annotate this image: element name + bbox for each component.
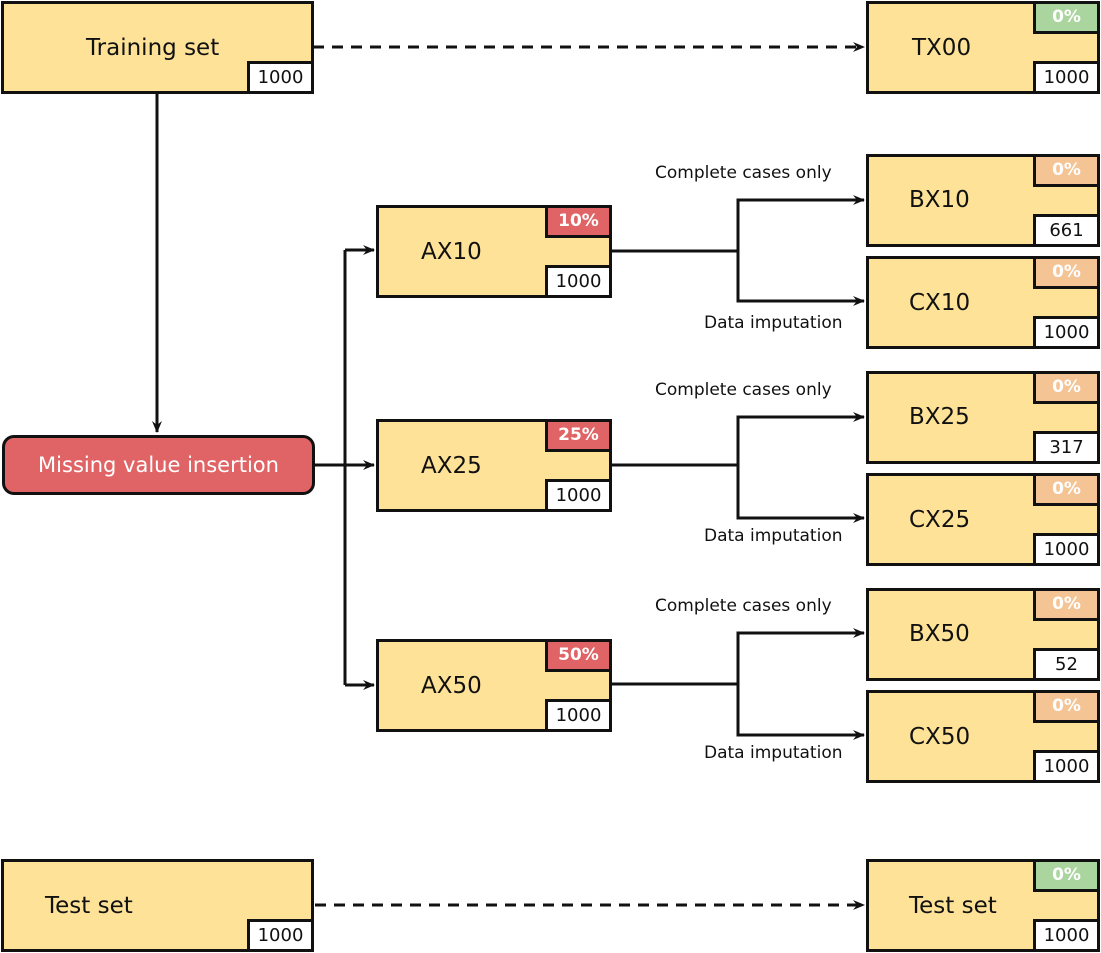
missing-rate-badge: 0% bbox=[1033, 4, 1097, 34]
node-label: CX50 bbox=[909, 724, 971, 750]
ax50-node: 50% AX50 1000 bbox=[376, 639, 612, 732]
missing-rate-badge: 10% bbox=[545, 208, 609, 238]
sample-count: 1000 bbox=[1033, 61, 1097, 91]
sample-count: 52 bbox=[1033, 648, 1097, 678]
bx50-node: 0% BX50 52 bbox=[866, 588, 1100, 681]
arrow-to-bx10 bbox=[736, 195, 865, 251]
test-set-node: Test set 1000 bbox=[1, 859, 314, 952]
edge-label-complete-cases: Complete cases only bbox=[655, 596, 832, 616]
sample-count: 317 bbox=[1033, 431, 1097, 461]
cx25-node: 0% CX25 1000 bbox=[866, 473, 1100, 566]
sample-count: 1000 bbox=[545, 699, 609, 729]
node-label: AX25 bbox=[421, 453, 482, 479]
node-label: AX10 bbox=[421, 239, 482, 265]
node-label: BX10 bbox=[909, 187, 970, 213]
arrow-to-cx10 bbox=[736, 251, 865, 306]
node-label: CX10 bbox=[909, 290, 971, 316]
cx10-node: 0% CX10 1000 bbox=[866, 256, 1100, 349]
ax10-node: 10% AX10 1000 bbox=[376, 205, 612, 298]
missing-rate-badge: 0% bbox=[1033, 476, 1097, 506]
training-set-node: Training set 1000 bbox=[1, 1, 314, 94]
missing-rate-badge: 0% bbox=[1033, 259, 1097, 289]
arrow-to-cx25 bbox=[736, 465, 865, 523]
sample-count: 1000 bbox=[545, 265, 609, 295]
missing-rate-badge: 0% bbox=[1033, 591, 1097, 621]
missing-value-insertion-node: Missing value insertion bbox=[2, 435, 315, 495]
sample-count: 661 bbox=[1033, 214, 1097, 244]
ax25-node: 25% AX25 1000 bbox=[376, 419, 612, 512]
missing-rate-badge: 0% bbox=[1033, 157, 1097, 187]
bx25-node: 0% BX25 317 bbox=[866, 371, 1100, 464]
tx00-node: 0% TX00 1000 bbox=[866, 1, 1100, 94]
sample-count: 1000 bbox=[1033, 750, 1097, 780]
edge-label-imputation: Data imputation bbox=[704, 313, 843, 333]
node-label: Test set bbox=[909, 893, 997, 919]
missing-rate-badge: 0% bbox=[1033, 374, 1097, 404]
node-label: AX50 bbox=[421, 673, 482, 699]
missing-rate-badge: 25% bbox=[545, 422, 609, 452]
sample-count: 1000 bbox=[247, 919, 311, 949]
sample-count: 1000 bbox=[545, 479, 609, 509]
node-label: BX25 bbox=[909, 404, 970, 430]
edge-label-complete-cases: Complete cases only bbox=[655, 380, 832, 400]
missing-rate-badge: 0% bbox=[1033, 862, 1097, 892]
node-label: Test set bbox=[45, 893, 133, 919]
sample-count: 1000 bbox=[1033, 533, 1097, 563]
edge-label-imputation: Data imputation bbox=[704, 743, 843, 763]
edge-label-imputation: Data imputation bbox=[704, 526, 843, 546]
cx50-node: 0% CX50 1000 bbox=[866, 690, 1100, 783]
arrow-to-bx25 bbox=[736, 412, 865, 465]
node-label: CX25 bbox=[909, 507, 971, 533]
arrow-to-cx50 bbox=[736, 684, 865, 740]
edge-label-complete-cases: Complete cases only bbox=[655, 163, 832, 183]
arrow-to-bx50 bbox=[736, 628, 865, 684]
missing-rate-badge: 50% bbox=[545, 642, 609, 672]
sample-count: 1000 bbox=[247, 61, 311, 91]
sample-count: 1000 bbox=[1033, 919, 1097, 949]
bx10-node: 0% BX10 661 bbox=[866, 154, 1100, 247]
node-label: TX00 bbox=[912, 35, 972, 61]
node-label: BX50 bbox=[909, 621, 970, 647]
missing-rate-badge: 0% bbox=[1033, 693, 1097, 723]
test-set-output-node: 0% Test set 1000 bbox=[866, 859, 1100, 952]
sample-count: 1000 bbox=[1033, 316, 1097, 346]
node-label: Training set bbox=[86, 35, 220, 61]
